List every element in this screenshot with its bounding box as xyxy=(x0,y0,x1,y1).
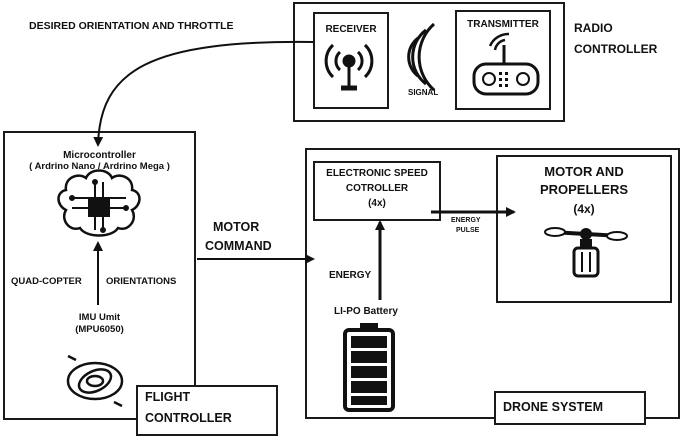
imu-label-line1: IMU Umit xyxy=(78,312,121,323)
flight-controller-box xyxy=(3,131,196,420)
imu-gyroscope-icon xyxy=(66,354,124,408)
flight-controller-title-line1: FLIGHT xyxy=(145,390,191,404)
signal-label: SIGNAL xyxy=(408,88,439,97)
esc-box xyxy=(313,161,441,221)
desired-orientation-label: DESIRED ORIENTATION AND THROTTLE xyxy=(29,20,234,32)
transmitter-gamepad-icon xyxy=(472,32,540,96)
motor-command-label-line2: COMMAND xyxy=(205,239,272,253)
receiver-antenna-icon xyxy=(324,43,374,91)
orientations-label: ORIENTATIONS xyxy=(106,276,177,287)
microcontroller-chip-icon xyxy=(57,169,141,237)
motor-propellers-box xyxy=(496,155,672,303)
signal-waves-icon xyxy=(407,22,436,92)
receiver-label: RECEIVER xyxy=(325,24,377,35)
imu-label-line2: (MPU6050) xyxy=(75,324,124,335)
esc-label-line2: COTROLLER xyxy=(345,183,409,194)
esc-label-line1: ELECTRONIC SPEED xyxy=(326,168,428,179)
motor-propellers-label-line2: PROPELLERS xyxy=(539,182,629,197)
drone-motor-icon xyxy=(544,227,628,278)
motor-propellers-label-line1: MOTOR AND xyxy=(544,164,624,179)
transmitter-label: TRANSMITTER xyxy=(467,19,539,30)
quadcopter-label: QUAD-COPTER xyxy=(11,276,82,287)
esc-label-line3: (4x) xyxy=(368,198,386,209)
flight-controller-title-line2: CONTROLLER xyxy=(145,411,232,425)
radio-controller-title-line2: CONTROLLER xyxy=(574,42,658,56)
lipo-battery-icon xyxy=(343,323,395,412)
drone-system-title: DRONE SYSTEM xyxy=(503,400,604,414)
energy-pulse-label-line2: PULSE xyxy=(456,227,480,234)
battery-label: LI-PO Battery xyxy=(334,306,398,317)
desired-orientation-arrow xyxy=(93,40,314,147)
motor-propellers-label-line3: (4x) xyxy=(573,202,595,216)
energy-label: ENERGY xyxy=(329,270,372,281)
motor-command-label-line1: MOTOR xyxy=(213,220,260,234)
microcontroller-label-line2: ( Ardrino Nano / Ardrino Mega ) xyxy=(29,161,170,172)
microcontroller-label-line1: Microcontroller xyxy=(63,150,136,161)
drone-system-title-box xyxy=(494,391,646,425)
energy-pulse-label-line1: ENERGY xyxy=(451,217,481,224)
radio-controller-title-line1: RADIO xyxy=(574,21,613,35)
flight-controller-title-box xyxy=(136,385,278,436)
